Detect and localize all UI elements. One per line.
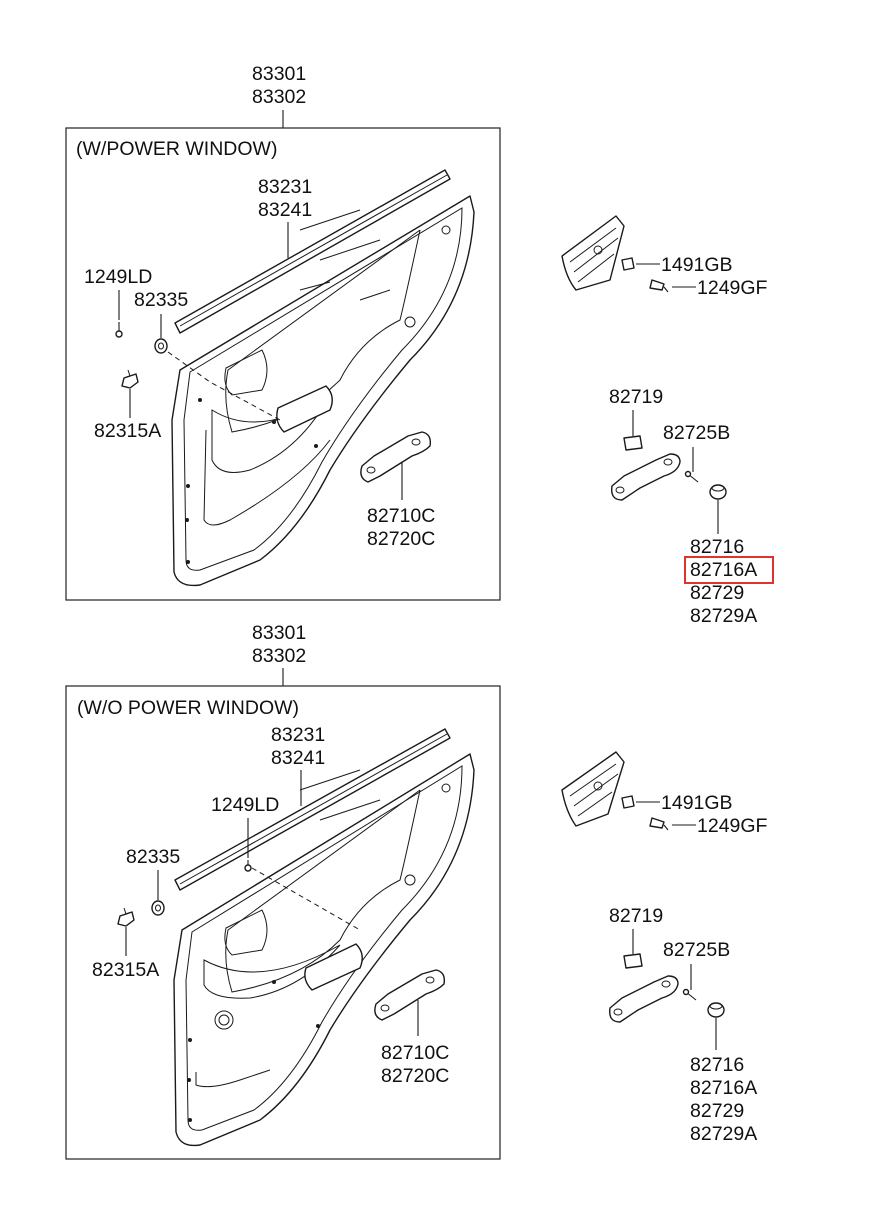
section-frame — [65, 685, 501, 1160]
clip-number[interactable]: 82315A — [94, 420, 161, 442]
fastener-b-number[interactable]: 1249GF — [697, 277, 768, 299]
cap-number[interactable]: 82719 — [609, 905, 663, 927]
section-top: 83301 83302 (W/POWER WINDOW) 83231 83241 — [65, 63, 501, 601]
clip-number[interactable]: 82315A — [92, 959, 159, 981]
weatherstrip-part[interactable] — [174, 728, 451, 891]
screw-part[interactable] — [115, 322, 123, 338]
assembly-number-2[interactable]: 83302 — [252, 86, 306, 108]
handle-detail-part[interactable] — [609, 975, 679, 1023]
fastener-b-part[interactable] — [649, 817, 669, 831]
plug-number-1[interactable]: 82716 — [690, 1054, 744, 1076]
plug-number-2[interactable]: 82716A — [690, 1077, 757, 1099]
weatherstrip-number-2[interactable]: 83241 — [258, 199, 312, 221]
assembly-number-1[interactable]: 83301 — [252, 63, 306, 85]
plug-number-3[interactable]: 82729 — [690, 1100, 744, 1122]
assembly-number-1[interactable]: 83301 — [252, 622, 306, 644]
nut-number[interactable]: 82335 — [134, 289, 188, 311]
door-trim-panel[interactable] — [173, 753, 475, 1147]
highlight-box — [684, 556, 774, 584]
section-title: (W/O POWER WINDOW) — [77, 697, 299, 719]
handle-number-2[interactable]: 82720C — [381, 1065, 449, 1087]
cap-part[interactable] — [623, 435, 643, 451]
nut-part[interactable] — [151, 900, 165, 916]
handle-number-1[interactable]: 82710C — [381, 1042, 449, 1064]
clip-part[interactable] — [117, 907, 135, 927]
cap-part[interactable] — [623, 953, 643, 969]
plug-part[interactable] — [707, 1002, 725, 1018]
fastener-a-part[interactable] — [621, 795, 635, 809]
fastener-b-number[interactable]: 1249GF — [697, 815, 768, 837]
clip-part[interactable] — [121, 369, 139, 389]
fastener-a-part[interactable] — [621, 257, 635, 271]
section-bottom: 83301 83302 (W/O POWER WINDOW) 83231 832… — [65, 622, 501, 1160]
plug-number-3[interactable]: 82729 — [690, 582, 744, 604]
trim-edge-detail[interactable] — [561, 751, 625, 827]
handle-number-2[interactable]: 82720C — [367, 528, 435, 550]
plug-number-1[interactable]: 82716 — [690, 536, 744, 558]
plug-number-2[interactable]: 82716A — [690, 559, 757, 581]
weatherstrip-number-2[interactable]: 83241 — [271, 747, 325, 769]
screw-part[interactable] — [244, 860, 252, 872]
screw-number[interactable]: 82725B — [663, 422, 730, 444]
nut-part[interactable] — [154, 338, 168, 354]
weatherstrip-number-1[interactable]: 83231 — [258, 176, 312, 198]
pull-handle-part[interactable] — [360, 431, 432, 483]
plug-number-4[interactable]: 82729A — [690, 605, 757, 627]
handle-detail-part[interactable] — [611, 453, 681, 501]
section-frame — [65, 127, 501, 601]
screw-part[interactable] — [682, 988, 697, 1001]
trim-edge-detail[interactable] — [561, 215, 625, 291]
detail-top: 1491GB 1249GF 82719 82725B 82716 — [561, 215, 774, 627]
assembly-number-2[interactable]: 83302 — [252, 645, 306, 667]
handle-number-1[interactable]: 82710C — [367, 505, 435, 527]
detail-bottom: 1491GB 1249GF 82719 82725B 82716 827 — [561, 751, 768, 1145]
screw-number[interactable]: 1249LD — [211, 794, 279, 816]
pull-handle-part[interactable] — [374, 969, 446, 1021]
section-title: (W/POWER WINDOW) — [76, 138, 277, 160]
nut-number[interactable]: 82335 — [126, 846, 180, 868]
door-trim-panel[interactable] — [171, 195, 475, 587]
assembly-dashed-line — [251, 867, 361, 931]
screw-number[interactable]: 1249LD — [84, 266, 152, 288]
screw-number[interactable]: 82725B — [663, 939, 730, 961]
fastener-b-part[interactable] — [649, 279, 669, 293]
plug-number-4[interactable]: 82729A — [690, 1123, 757, 1145]
fastener-a-number[interactable]: 1491GB — [661, 792, 733, 814]
fastener-a-number[interactable]: 1491GB — [661, 254, 733, 276]
weatherstrip-part[interactable] — [174, 169, 451, 334]
screw-part[interactable] — [684, 470, 699, 483]
cap-number[interactable]: 82719 — [609, 386, 663, 408]
weatherstrip-number-1[interactable]: 83231 — [271, 724, 325, 746]
plug-part[interactable] — [709, 484, 727, 500]
